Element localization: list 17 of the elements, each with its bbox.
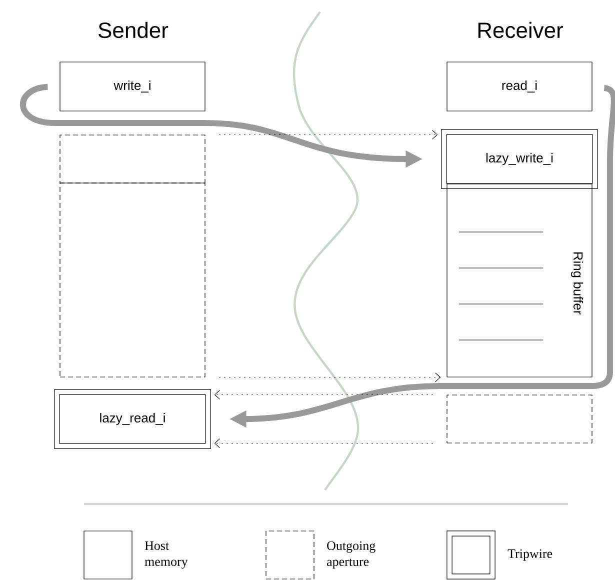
arrow — [219, 130, 438, 140]
tripwire-box: lazy_write_i — [441, 129, 598, 189]
aperture-box — [60, 134, 206, 184]
memory-box: write_i — [60, 62, 206, 112]
memory-box: read_i — [446, 62, 592, 112]
arrow — [219, 372, 441, 382]
legend-label: Outgoing aperture — [327, 541, 376, 569]
tripwire-box: lazy_read_i — [54, 389, 211, 449]
arrow — [214, 438, 433, 448]
ring-buffer-box: Ring buffer — [446, 184, 592, 378]
column-heading: Receiver — [478, 22, 564, 38]
arrow — [214, 390, 433, 400]
legend-label: Tripwire — [508, 549, 552, 561]
aperture-box — [60, 182, 206, 378]
column-heading: Sender — [98, 22, 168, 38]
legend-label: Host memory — [144, 541, 188, 569]
aperture-box — [446, 394, 592, 444]
